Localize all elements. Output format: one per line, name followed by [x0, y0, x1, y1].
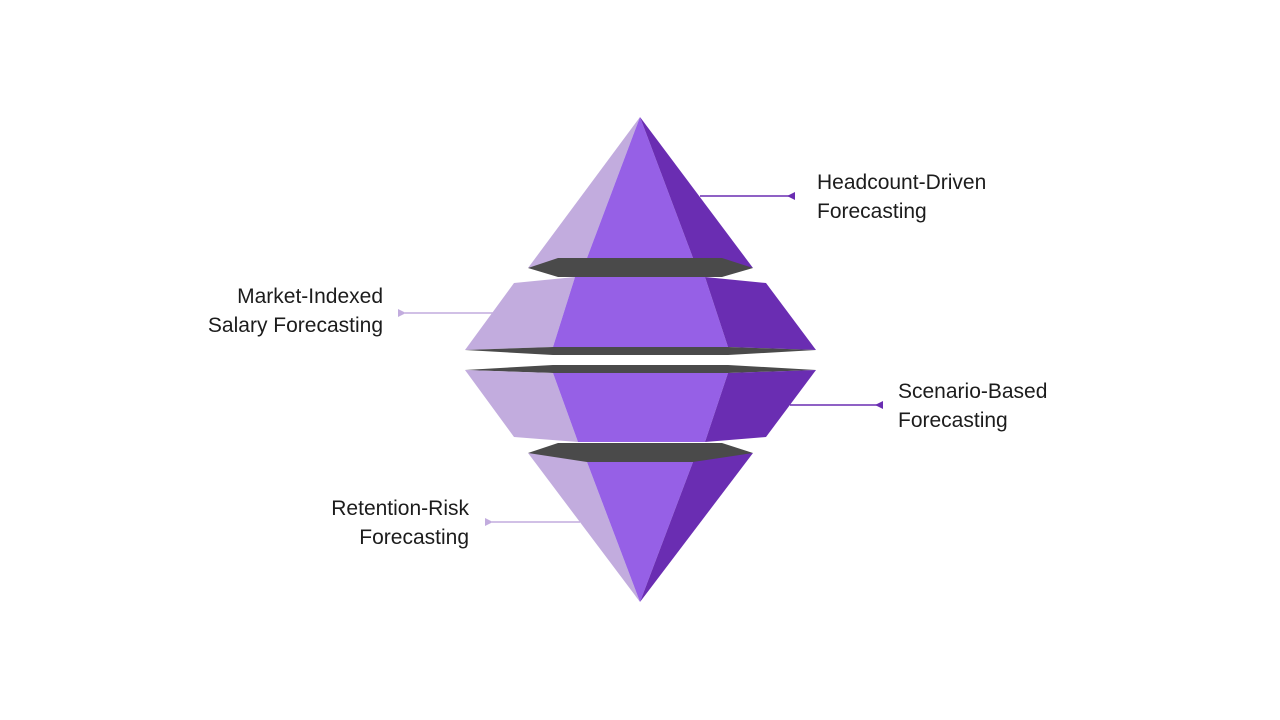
segment-4-left-face [528, 453, 640, 602]
connector-arrow-icon [787, 192, 795, 200]
segment-2-center-face [553, 277, 728, 347]
segment-4-right-face [640, 453, 753, 602]
label-headcount-driven: Headcount-Driven Forecasting [817, 168, 986, 226]
segment-1-left-face [528, 117, 640, 268]
connector-arrow-icon [485, 518, 493, 526]
segment-2-base [465, 347, 816, 355]
label-line-1: Scenario-Based [898, 380, 1048, 403]
segment-4-center-face [587, 462, 693, 602]
label-scenario-based: Scenario-Based Forecasting [898, 377, 1047, 435]
connector-arrow-icon [398, 309, 406, 317]
label-line-1: Headcount-Driven [817, 171, 987, 194]
segment-scenario-based [465, 365, 816, 442]
label-line-2: Forecasting [359, 526, 469, 549]
segment-1-right-face [640, 117, 753, 268]
segment-3-right-face [705, 370, 816, 442]
segment-retention-risk [528, 443, 753, 602]
label-retention-risk: Retention-Risk Forecasting [331, 494, 469, 552]
label-line-1: Retention-Risk [331, 497, 469, 520]
connector-scenario-based [790, 401, 883, 409]
label-line-2: Salary Forecasting [207, 314, 383, 337]
label-market-indexed: Market-Indexed Salary Forecasting [208, 282, 383, 340]
connector-headcount-driven [700, 192, 795, 200]
segment-1-base [528, 258, 753, 277]
segment-2-left-face [465, 277, 575, 350]
segment-3-left-face [465, 370, 578, 442]
segment-market-indexed [465, 277, 816, 355]
segment-headcount-driven [528, 117, 753, 277]
segment-3-center-face [553, 373, 728, 442]
label-line-2: Forecasting [898, 409, 1008, 432]
label-line-2: Forecasting [817, 200, 927, 223]
segment-1-center-face [587, 117, 693, 258]
segment-2-right-face [705, 277, 816, 350]
segment-3-top [465, 365, 816, 373]
connector-arrow-icon [875, 401, 883, 409]
label-line-1: Market-Indexed [237, 285, 383, 308]
segment-4-top [528, 443, 753, 462]
connector-market-indexed [398, 309, 495, 317]
connector-retention-risk [485, 518, 580, 526]
